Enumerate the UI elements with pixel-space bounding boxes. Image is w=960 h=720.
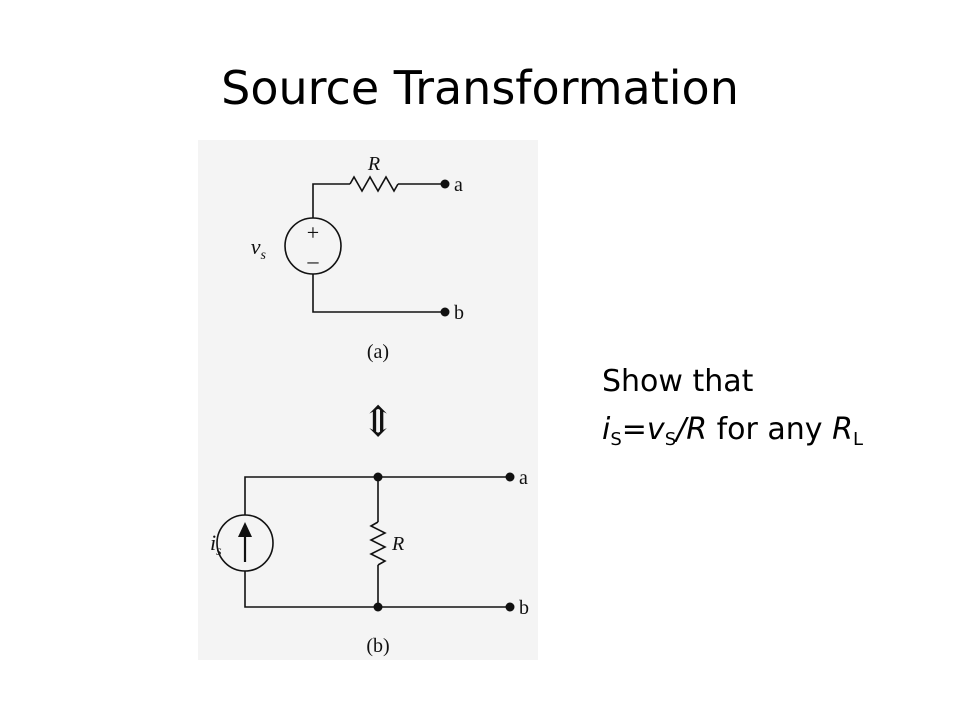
note-i: i [602, 412, 611, 447]
note-r-subscript: L [852, 429, 863, 450]
note-equals: = [621, 412, 647, 447]
circuit-b-terminal-a-dot [505, 472, 515, 482]
circuit-b [216, 476, 510, 608]
circuit-b-source-letter: i [210, 530, 216, 555]
circuit-b-wire-top [244, 476, 510, 515]
circuit-b-wire-bottom [244, 571, 510, 608]
circuit-a-source-subscript: s [261, 248, 267, 263]
slide-title: Source Transformation [221, 61, 739, 115]
circuit-b-caption: (b) [366, 635, 389, 657]
note-i-subscript: S [610, 429, 622, 450]
note-for-any: for any [707, 412, 833, 447]
note-line-1: Show that [602, 364, 754, 399]
circuit-b-terminal-b-dot [505, 602, 515, 612]
note-r: R [832, 412, 853, 447]
circuit-a-caption: (a) [367, 341, 389, 363]
circuit-b-node-bottom [373, 602, 383, 612]
circuit-a-terminal-a-label: a [454, 174, 463, 196]
circuit-figure: R + – vs a b (a) ⇕ is R a b [198, 140, 538, 660]
equivalence-arrow: ⇕ [360, 400, 395, 446]
note-slash-r: /R [676, 412, 708, 447]
circuit-a-terminal-a-dot [440, 179, 450, 189]
circuit-a-terminal-b-dot [440, 307, 450, 317]
circuit-b-node-top [373, 472, 383, 482]
circuit-diagram: R + – vs a b (a) ⇕ is R a b [210, 153, 529, 657]
circuit-a-resistor-label: R [367, 153, 380, 175]
circuit-b-resistor-label: R [391, 533, 404, 555]
circuit-a [284, 175, 445, 313]
note-v-subscript: S [664, 429, 677, 450]
circuit-b-terminal-a-label: a [519, 467, 528, 489]
show-that-note: Show that iS=vS/R for any RL [602, 358, 942, 454]
circuit-a-source-letter: v [251, 234, 261, 259]
circuit-a-terminal-b-label: b [454, 302, 464, 324]
circuit-a-source-label: vs [251, 234, 267, 263]
circuit-a-resistor [349, 175, 399, 193]
note-v: v [646, 412, 665, 447]
circuit-b-resistor [369, 521, 387, 566]
note-line-2: iS=vS/R for any RL [602, 406, 942, 454]
circuit-a-minus-sign: – [307, 248, 320, 273]
circuit-b-terminal-b-label: b [519, 597, 529, 619]
circuit-b-source-subscript: s [216, 544, 222, 559]
circuit-a-wire-top [312, 183, 350, 218]
circuit-b-current-arrow-head [238, 522, 252, 537]
circuit-a-wire-bottom [312, 274, 445, 313]
circuit-b-source-label: is [210, 530, 222, 559]
circuit-a-plus-sign: + [307, 220, 319, 245]
